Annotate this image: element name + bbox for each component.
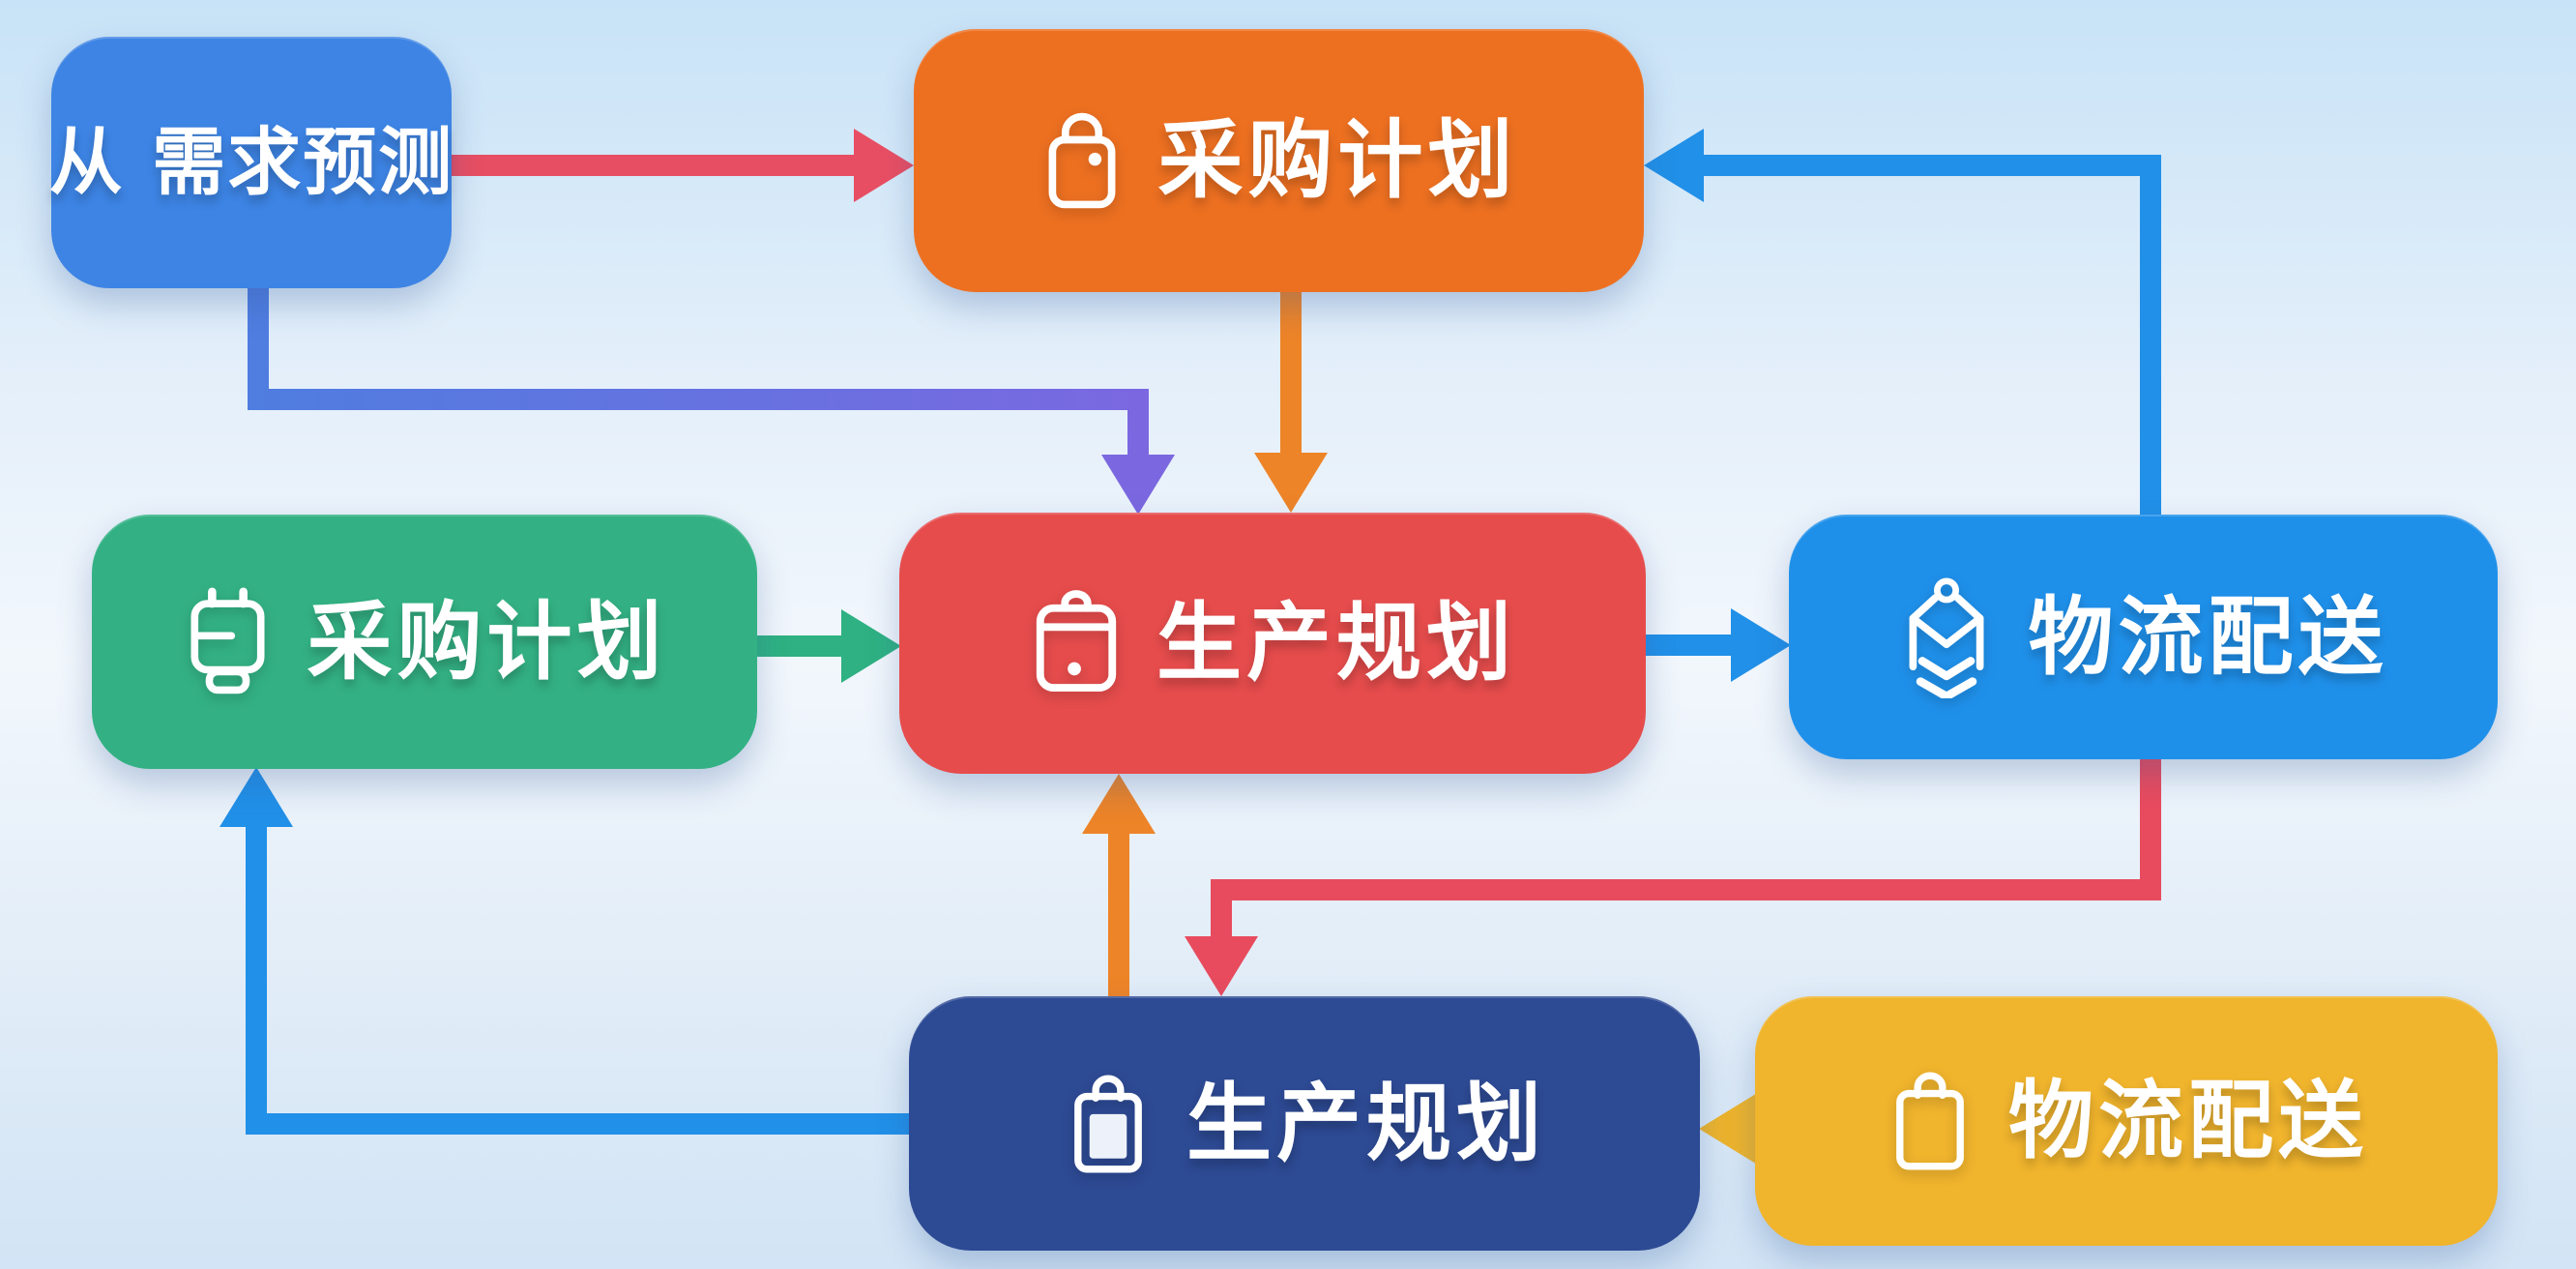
charging-dock-icon [182, 585, 274, 699]
node-logistics-delivery-right: 物流配送 [1789, 515, 2498, 759]
lock-icon [1039, 106, 1125, 216]
node-demand-forecast: 从 需求预测 [48, 37, 454, 288]
edge-logistics-to-procuretop-segment-across [1702, 155, 2161, 176]
edge-logistics-to-productionbottom-arrowhead [1185, 936, 1258, 996]
node-demand-forecast-label: 从 需求预测 [48, 119, 454, 205]
node-production-planning-bottom: 生产规划 [909, 996, 1700, 1251]
edge-forecast-to-production-segment-drop [1127, 389, 1149, 455]
edge-forecast-to-production-segment-down [248, 286, 269, 400]
layers-stack-icon [1898, 575, 1995, 698]
node-production-planning-bottom-label: 生产规划 [1186, 1073, 1546, 1173]
node-logistics-delivery-bottom-label: 物流配送 [2007, 1071, 2368, 1170]
shopping-bag-filled-icon [1063, 1070, 1154, 1178]
edge-forecast-to-production-arrowhead [1101, 455, 1175, 515]
node-logistics-delivery-right-label: 物流配送 [2028, 586, 2388, 687]
edge-forecast-to-procure-line [452, 155, 858, 176]
edge-production-to-logistics-line [1646, 634, 1733, 656]
edge-logistics-to-procuretop-arrowhead [1644, 129, 1704, 202]
edge-productionbottom-to-procureleft-arrowhead [220, 767, 293, 827]
edge-productionbottom-to-procureleft-segment-across [246, 1113, 915, 1135]
node-logistics-delivery-bottom: 物流配送 [1755, 996, 2498, 1246]
node-production-planning-center: 生产规划 [899, 513, 1646, 774]
briefcase-icon [1029, 589, 1124, 697]
node-procurement-plan-left: 采购计划 [92, 515, 757, 769]
node-procurement-plan-top-label: 采购计划 [1157, 110, 1518, 210]
edge-procuretop-to-production-line [1280, 288, 1302, 455]
edge-logistics-to-productionbottom-segment-across [1211, 879, 2161, 900]
edge-productionbottom-to-production-line [1108, 832, 1129, 998]
node-production-planning-center-label: 生产规划 [1156, 593, 1516, 693]
edge-procureleft-to-production-line [757, 635, 843, 657]
shopping-bag-icon [1885, 1067, 1976, 1175]
node-procurement-plan-left-label: 采购计划 [307, 591, 667, 692]
edge-productionbottom-to-procureleft-segment-up [246, 825, 267, 1135]
edge-forecast-to-production-segment-across [248, 389, 1149, 410]
edge-logistics-to-productionbottom-segment-down [2140, 758, 2161, 900]
edge-forecast-to-procure-arrowhead [854, 129, 914, 202]
edge-production-to-logistics-arrowhead [1731, 608, 1791, 682]
edge-logistics-to-productionbottom-segment-drop [1211, 879, 1232, 938]
edge-logisticsbottom-to-productionbottom-arrowhead [1699, 1092, 1759, 1166]
edge-productionbottom-to-production-arrowhead [1082, 774, 1156, 834]
node-procurement-plan-top: 采购计划 [914, 29, 1644, 292]
edge-procuretop-to-production-arrowhead [1254, 453, 1328, 513]
edge-logistics-to-procuretop-segment-up [2140, 155, 2161, 516]
edge-procureleft-to-production-arrowhead [841, 609, 901, 683]
